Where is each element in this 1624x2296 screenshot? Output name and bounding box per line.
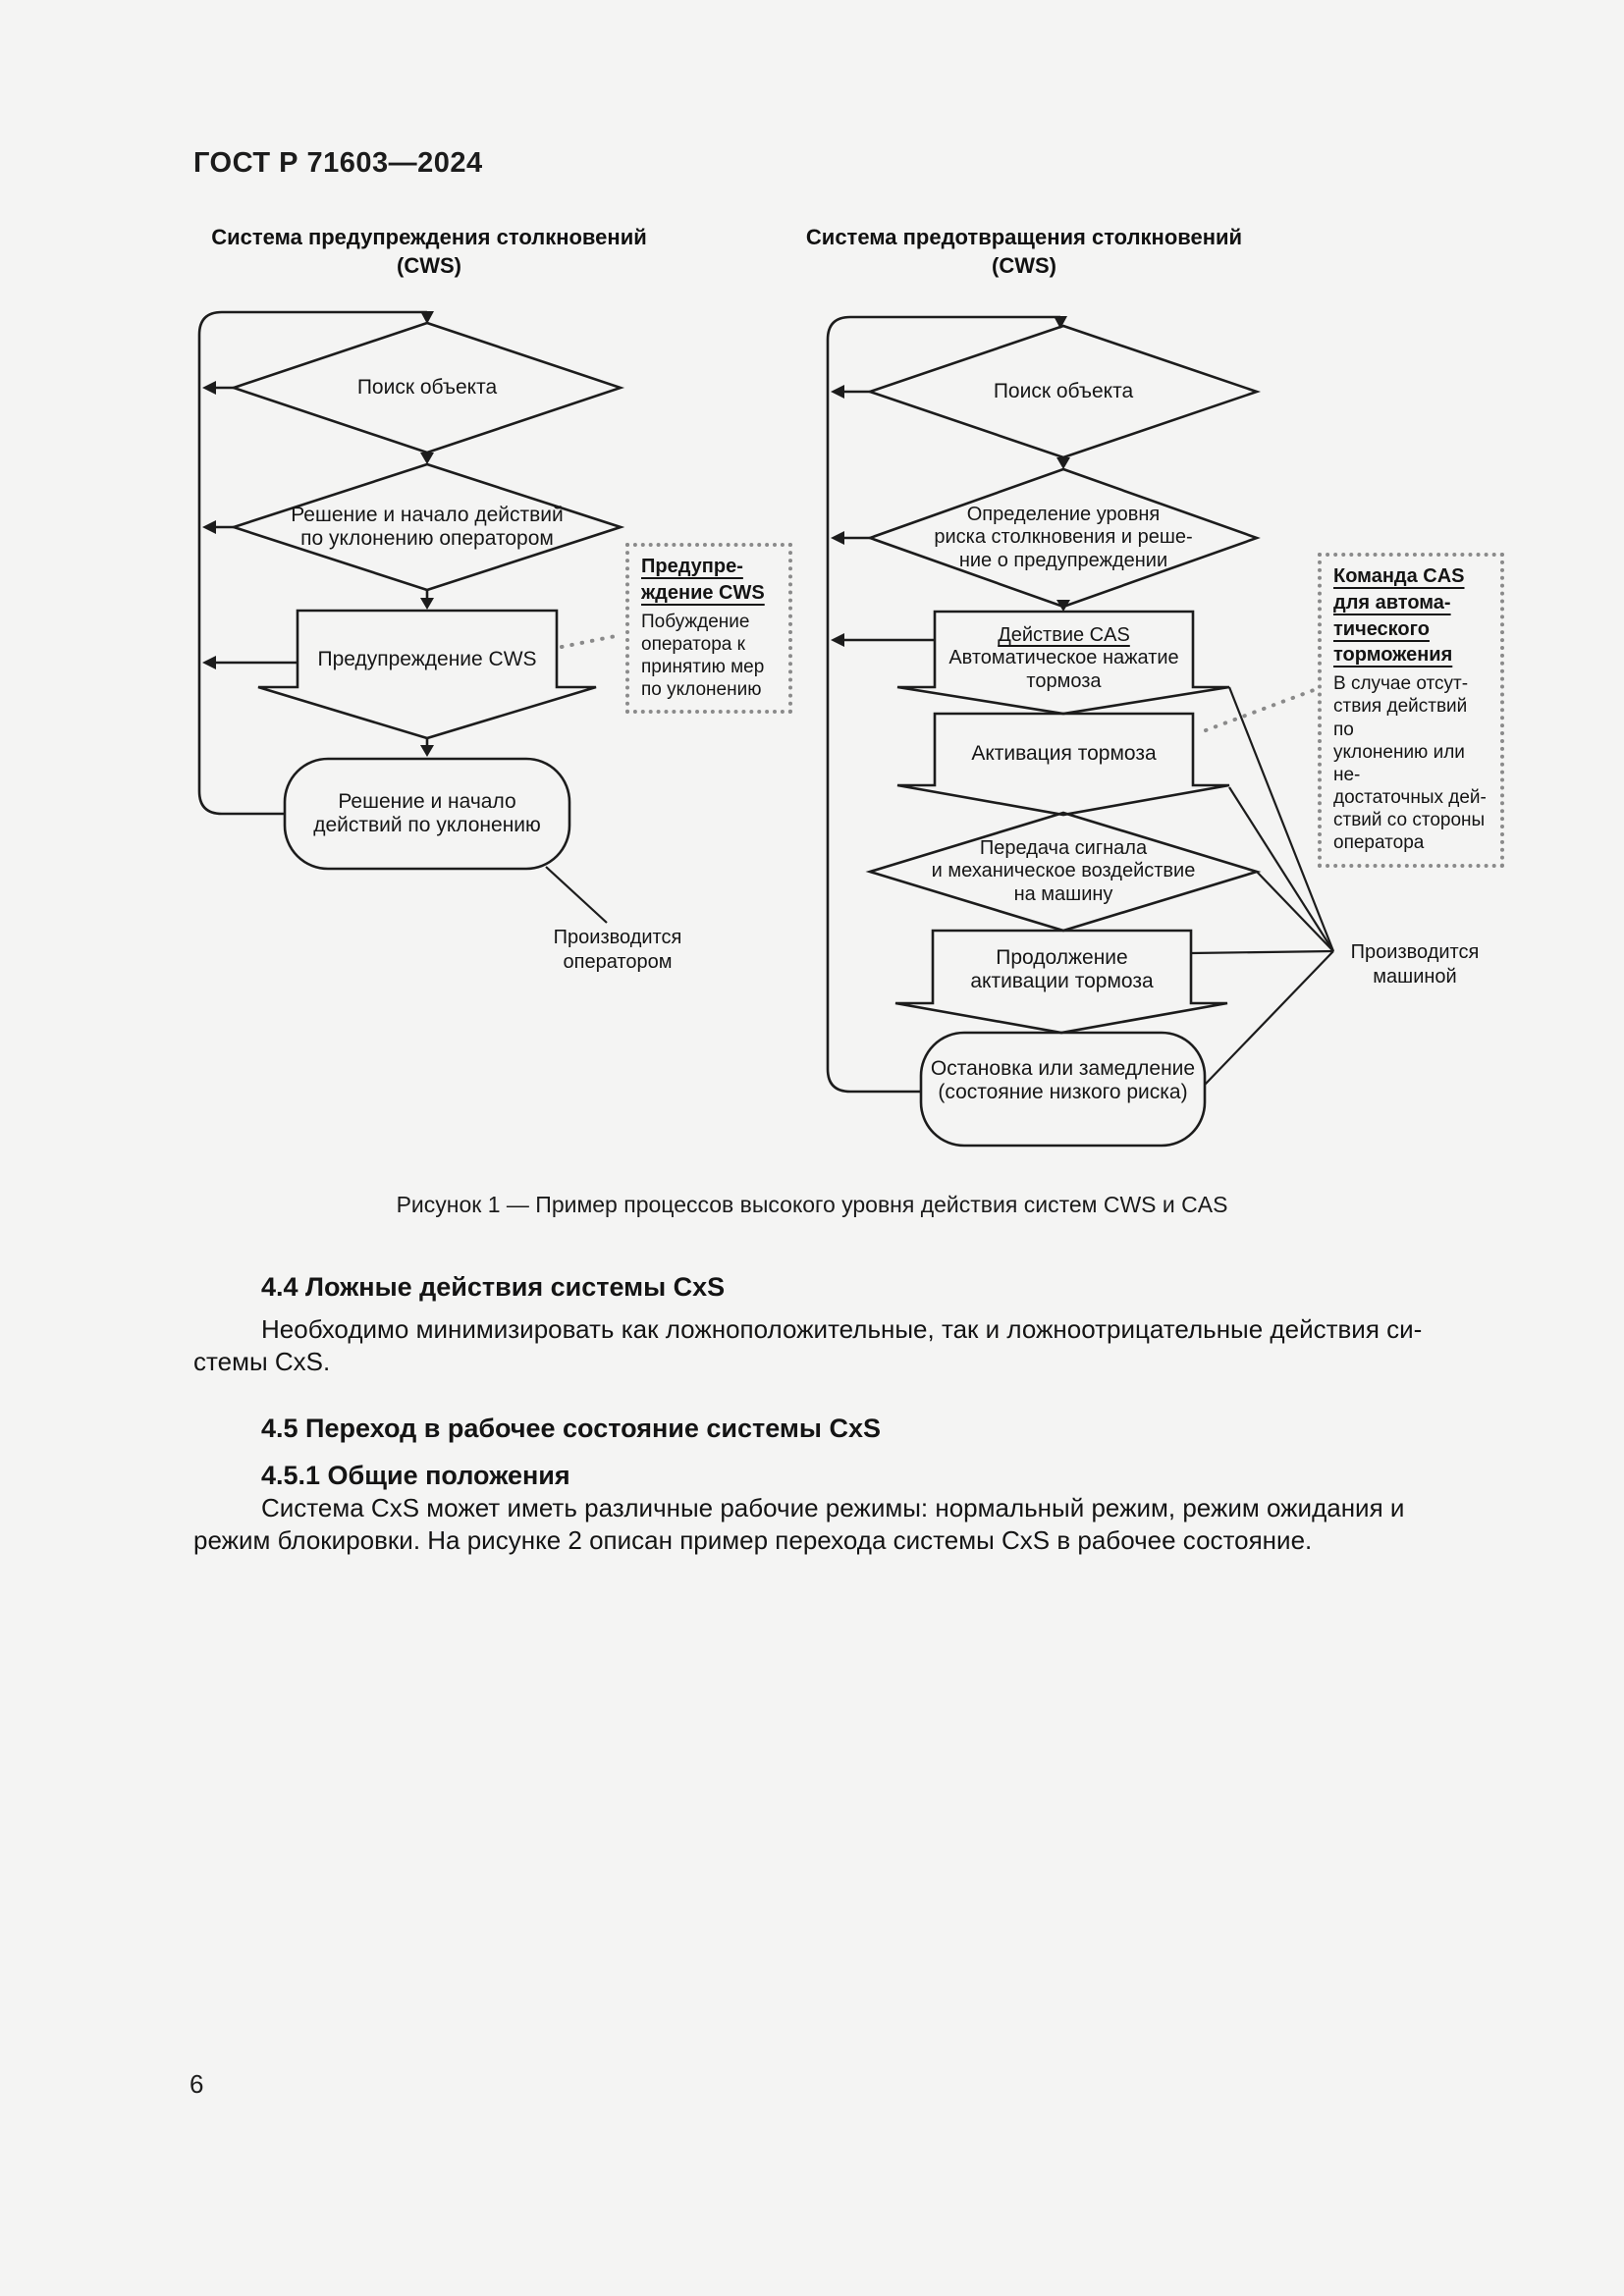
cas-risk-return-arrowhead-icon bbox=[831, 531, 844, 545]
cws-search-label: Поиск объекта bbox=[356, 375, 498, 399]
cas-action-label: Действие CAS Автоматическое нажатие торм… bbox=[935, 616, 1193, 701]
cas-loop-line bbox=[826, 315, 1060, 1094]
cas-action-return-arrowhead-icon bbox=[831, 633, 844, 647]
section-4-5-heading: 4.5 Переход в рабочее состояние системы … bbox=[261, 1414, 881, 1443]
cas-action-subtitle: Автоматическое нажатие тормоза bbox=[948, 647, 1179, 692]
cas-note-body: В случае отсут- ствия действий по уклоне… bbox=[1333, 673, 1487, 854]
cws-note-box: Предупре- ждение CWS Побуждение оператор… bbox=[625, 543, 792, 715]
cas-note-title: Команда CAS для автома- тического тормож… bbox=[1333, 565, 1465, 667]
figure-1-flowchart-canvas bbox=[197, 310, 1335, 1148]
cas-continue-label: Продолжение активации тормоза bbox=[970, 945, 1154, 992]
cws-chart-title: Система предупреждения столкновений (CWS… bbox=[211, 225, 647, 278]
cws-action-label: Решение и начало действий по уклонению bbox=[313, 789, 541, 836]
cas-note-box: Команда CAS для автома- тического тормож… bbox=[1318, 553, 1504, 868]
cws-search-return-arrowhead-icon bbox=[202, 381, 216, 395]
section-4-4-paragraph: Необходимо минимизировать как ложнополож… bbox=[193, 1314, 1423, 1376]
cws-note-dotted-connector bbox=[560, 633, 623, 649]
cas-stop-label: Остановка или замедление (состояние низк… bbox=[930, 1056, 1196, 1103]
cas-action-title: Действие CAS bbox=[998, 624, 1130, 647]
cws-gap-arrowhead-2-icon bbox=[420, 598, 434, 610]
cws-loop-arrowhead-icon bbox=[420, 311, 434, 324]
section-4-5-1-heading: 4.5.1 Общие положения bbox=[261, 1461, 570, 1490]
cas-gap-arrowhead-2-icon bbox=[1056, 600, 1070, 612]
cas-brake-block-arrow bbox=[896, 712, 1230, 817]
section-4-4-heading: 4.4 Ложные действия системы CxS bbox=[261, 1272, 726, 1302]
cas-search-return-arrowhead-icon bbox=[831, 385, 844, 399]
cas-signal-label: Передача сигнала и механическое воздейст… bbox=[931, 837, 1196, 905]
cas-continue-block-arrow bbox=[894, 929, 1228, 1035]
cws-gap-arrowhead-1-icon bbox=[420, 453, 434, 464]
cws-warning-block-arrow bbox=[257, 609, 597, 740]
section-4-5-1-paragraph: Система CxS может иметь различные рабочи… bbox=[193, 1493, 1405, 1555]
cas-actor-callout-lines bbox=[1190, 686, 1335, 1086]
cas-flowchart bbox=[826, 315, 1335, 1148]
cws-decision-label: Решение и начало действий по уклонению о… bbox=[291, 503, 564, 550]
cws-actor-callout-line bbox=[545, 866, 608, 924]
figure-1-caption: Рисунок 1 — Пример процессов высокого ур… bbox=[396, 1192, 1228, 1217]
cas-chart-title: Система предотвращения столкновений (CWS… bbox=[805, 225, 1243, 278]
cas-search-label: Поиск объекта bbox=[993, 379, 1134, 402]
cas-gap-arrowhead-1-icon bbox=[1056, 457, 1070, 469]
cws-gap-arrowhead-3-icon bbox=[420, 745, 434, 757]
document-number: ГОСТ Р 71603—2024 bbox=[193, 147, 483, 179]
cas-brake-label: Активация тормоза bbox=[971, 741, 1157, 765]
cas-action-block-arrow bbox=[896, 610, 1230, 716]
page-number: 6 bbox=[189, 2069, 204, 2099]
cas-risk-label: Определение уровня риска столкновения и … bbox=[934, 504, 1193, 571]
cas-loop-arrowhead-icon bbox=[1054, 316, 1067, 329]
cas-stop-rounded-rect bbox=[919, 1031, 1207, 1148]
cws-actor-label: Производится оператором bbox=[553, 927, 682, 973]
cas-actor-label: Производится машиной bbox=[1350, 941, 1480, 988]
cws-note-body: Побуждение оператора к принятию мер по у… bbox=[641, 611, 765, 701]
cws-loop-line bbox=[197, 310, 427, 816]
cws-decision-return-arrowhead-icon bbox=[202, 520, 216, 534]
cws-warning-label: Предупреждение CWS bbox=[317, 647, 537, 670]
cws-warning-return-arrowhead-icon bbox=[202, 656, 216, 669]
cws-flowchart bbox=[197, 310, 625, 924]
cas-note-dotted-connector bbox=[1204, 688, 1316, 732]
cws-note-title: Предупре- ждение CWS bbox=[641, 556, 765, 604]
cws-action-rounded-rect bbox=[283, 757, 571, 871]
